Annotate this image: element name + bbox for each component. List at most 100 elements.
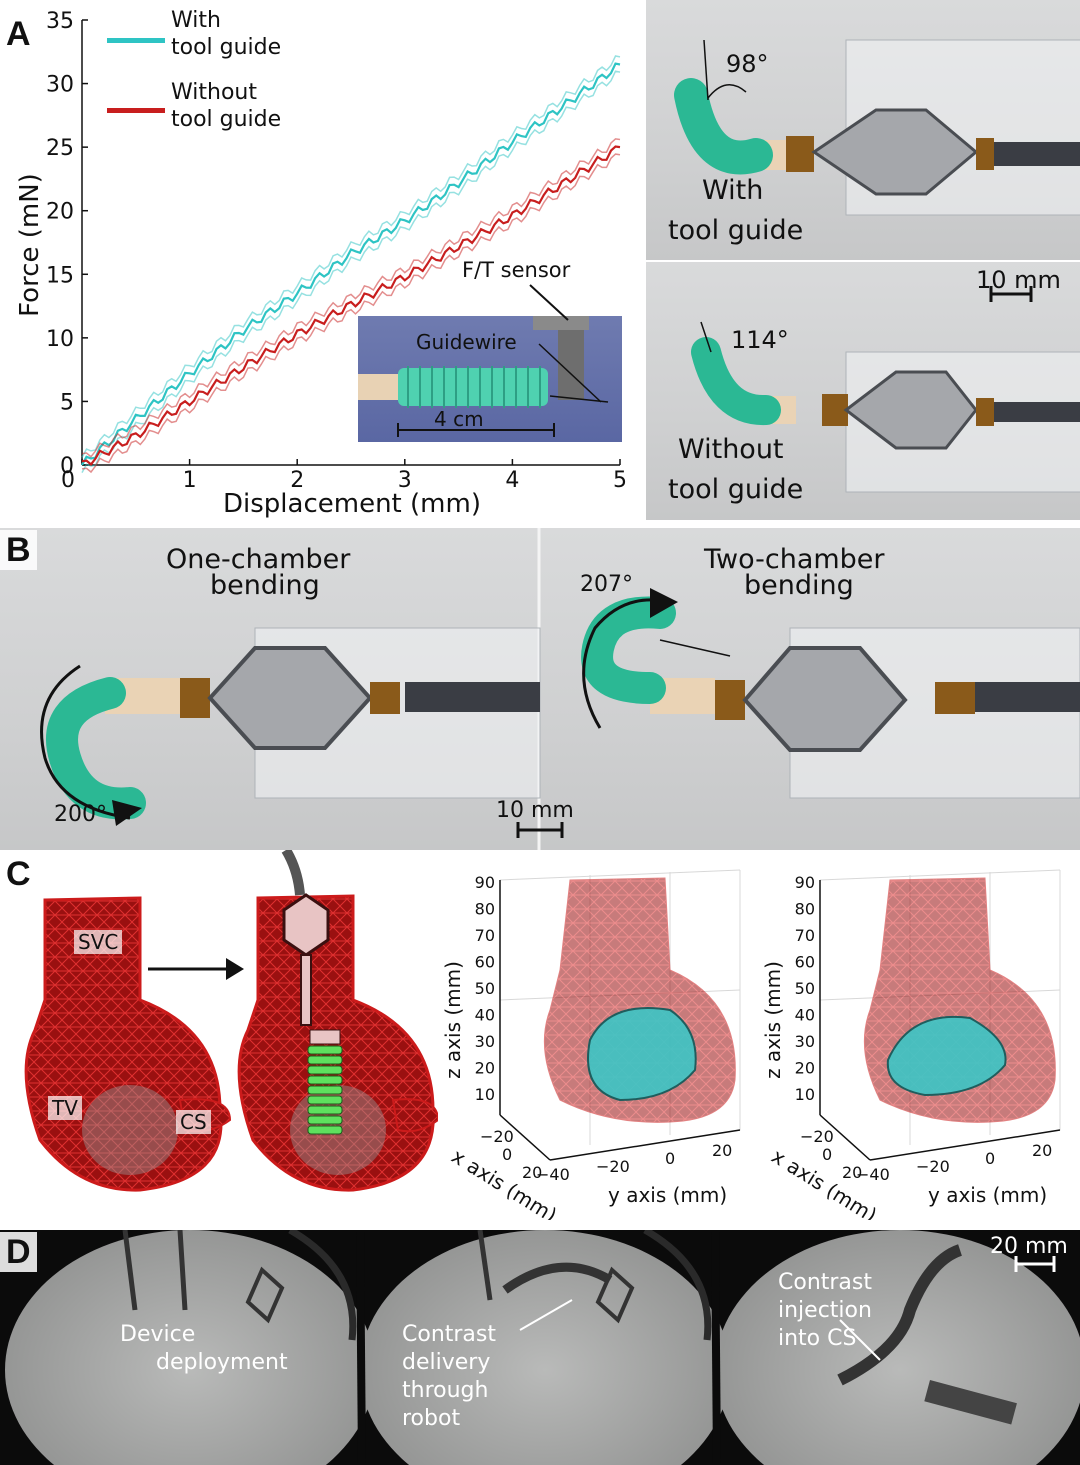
plot1-y-tick-1: −20 bbox=[596, 1157, 630, 1176]
y-tick-label: 5 bbox=[60, 390, 74, 415]
z-tick-label: 40 bbox=[475, 1006, 495, 1025]
panel-b-illustration bbox=[40, 528, 1080, 850]
plot1-y-tick-0: −40 bbox=[536, 1165, 570, 1184]
arrow-right bbox=[148, 958, 244, 980]
x-tick-label: 5 bbox=[613, 468, 627, 493]
caption-device-2: deployment bbox=[156, 1350, 288, 1375]
x-tick-label: 3 bbox=[398, 468, 412, 493]
plot1-x-tick-0: −20 bbox=[480, 1127, 514, 1146]
photo-with-label-2: tool guide bbox=[668, 215, 804, 246]
ft-sensor-label: F/T sensor bbox=[462, 258, 571, 282]
panel-d-scale-label: 20 mm bbox=[990, 1234, 1068, 1259]
photo-with-tool-guide: 98° With tool guide bbox=[646, 0, 1080, 260]
plot1-y-label: y axis (mm) bbox=[608, 1183, 727, 1207]
heart-mesh-left bbox=[24, 896, 232, 1192]
x-tick-label: 0 bbox=[61, 468, 75, 493]
plot2-z-label: z axis (mm) bbox=[761, 961, 785, 1079]
x-tick-label: 2 bbox=[290, 468, 304, 493]
z-tick-label: 60 bbox=[475, 953, 495, 972]
label-cs: CS bbox=[176, 1110, 211, 1134]
guidewire-pointer bbox=[538, 343, 602, 403]
plot2-x-tick-1: 0 bbox=[822, 1145, 832, 1164]
heart-mesh-with-robot bbox=[237, 850, 438, 1192]
inset-photo bbox=[358, 316, 622, 442]
z-tick-label: 80 bbox=[795, 900, 815, 919]
x-axis-label: Displacement (mm) bbox=[223, 489, 481, 519]
legend-swatch-with bbox=[107, 38, 165, 43]
angle-200: 200° bbox=[54, 802, 107, 827]
robot-illustration-top bbox=[674, 39, 1080, 216]
z-tick-label: 90 bbox=[475, 873, 495, 892]
photo-without-label-2: tool guide bbox=[668, 474, 804, 505]
y-tick-label: 10 bbox=[46, 327, 74, 352]
y-tick-label: 15 bbox=[46, 263, 74, 288]
z-tick-label: 10 bbox=[475, 1085, 495, 1104]
series-line-1 bbox=[81, 145, 621, 466]
angle-207: 207° bbox=[580, 572, 633, 597]
z-tick-label: 50 bbox=[795, 979, 815, 998]
caption-delivery-4: robot bbox=[402, 1406, 461, 1431]
legend-label-without-2: tool guide bbox=[171, 107, 282, 132]
panel-a-letter: A bbox=[6, 15, 31, 53]
series-line-0 bbox=[81, 62, 621, 466]
plot2-y-tick-3: 20 bbox=[1032, 1141, 1052, 1160]
y-axis-label: Force (mN) bbox=[15, 173, 45, 317]
z-tick-label: 20 bbox=[795, 1059, 815, 1078]
z-tick-label: 30 bbox=[475, 1032, 495, 1051]
panel-a-scale-label: 10 mm bbox=[976, 266, 1061, 294]
plot1-x-tick-2: 20 bbox=[522, 1163, 542, 1182]
x-tick-label: 1 bbox=[183, 468, 197, 493]
two-chamber-title-2: bending bbox=[744, 570, 854, 601]
plot2-y-label: y axis (mm) bbox=[928, 1183, 1047, 1207]
y-tick-label: 25 bbox=[46, 136, 74, 161]
plot2-y-tick-1: −20 bbox=[916, 1157, 950, 1176]
z-tick-label: 10 bbox=[795, 1085, 815, 1104]
z-tick-label: 90 bbox=[795, 873, 815, 892]
plot1-z-label: z axis (mm) bbox=[441, 961, 465, 1079]
panel-d-letter: D bbox=[0, 1232, 37, 1272]
legend-label-with-2: tool guide bbox=[171, 35, 282, 60]
plot1-y-tick-2: 0 bbox=[665, 1149, 675, 1168]
z-tick-label: 70 bbox=[475, 926, 495, 945]
z-tick-label: 40 bbox=[795, 1006, 815, 1025]
series-band-upper-1 bbox=[81, 138, 621, 458]
legend-label-with-1: With bbox=[171, 8, 221, 33]
caption-injection-2: injection bbox=[778, 1298, 872, 1323]
legend-label-without-1: Without bbox=[171, 80, 257, 105]
series-band-lower-1 bbox=[81, 153, 621, 474]
ft-sensor-pointer bbox=[529, 284, 569, 321]
panel-d-fluoroscopy bbox=[0, 1230, 1080, 1465]
label-tv: TV bbox=[48, 1096, 82, 1120]
z-tick-label: 60 bbox=[795, 953, 815, 972]
one-chamber-title-1: One-chamber bbox=[166, 544, 351, 575]
photo-without-label-1: Without bbox=[678, 434, 784, 465]
photo-without-tool-guide: 10 mm 114° Without tool guide bbox=[646, 262, 1080, 520]
plot1-y-tick-3: 20 bbox=[712, 1141, 732, 1160]
z-tick-label: 30 bbox=[795, 1032, 815, 1051]
angle-98: 98° bbox=[726, 50, 769, 78]
panel-b-scale-label: 10 mm bbox=[496, 798, 574, 823]
caption-device-1: Device bbox=[120, 1322, 196, 1347]
inset-illustration bbox=[358, 316, 609, 437]
z-tick-label: 80 bbox=[475, 900, 495, 919]
y-tick-label: 20 bbox=[46, 200, 74, 225]
plot2-z-ticks: 90 80 70 60 50 40 30 20 10 bbox=[795, 873, 815, 1104]
legend-swatch-without bbox=[107, 108, 165, 113]
plot2-y-tick-0: −40 bbox=[856, 1165, 890, 1184]
label-svc: SVC bbox=[74, 930, 123, 954]
one-chamber-title-2: bending bbox=[210, 570, 320, 601]
z-tick-label: 50 bbox=[475, 979, 495, 998]
plot2-y-tick-2: 0 bbox=[985, 1149, 995, 1168]
robot-illustration-bottom bbox=[691, 286, 1080, 493]
plot1-x-tick-1: 0 bbox=[502, 1145, 512, 1164]
y-tick-label: 30 bbox=[46, 73, 74, 98]
z-tick-label: 70 bbox=[795, 926, 815, 945]
panel-b-letter: B bbox=[0, 530, 37, 570]
photo-with-label-1: With bbox=[702, 175, 764, 206]
caption-delivery-3: through bbox=[402, 1378, 489, 1403]
